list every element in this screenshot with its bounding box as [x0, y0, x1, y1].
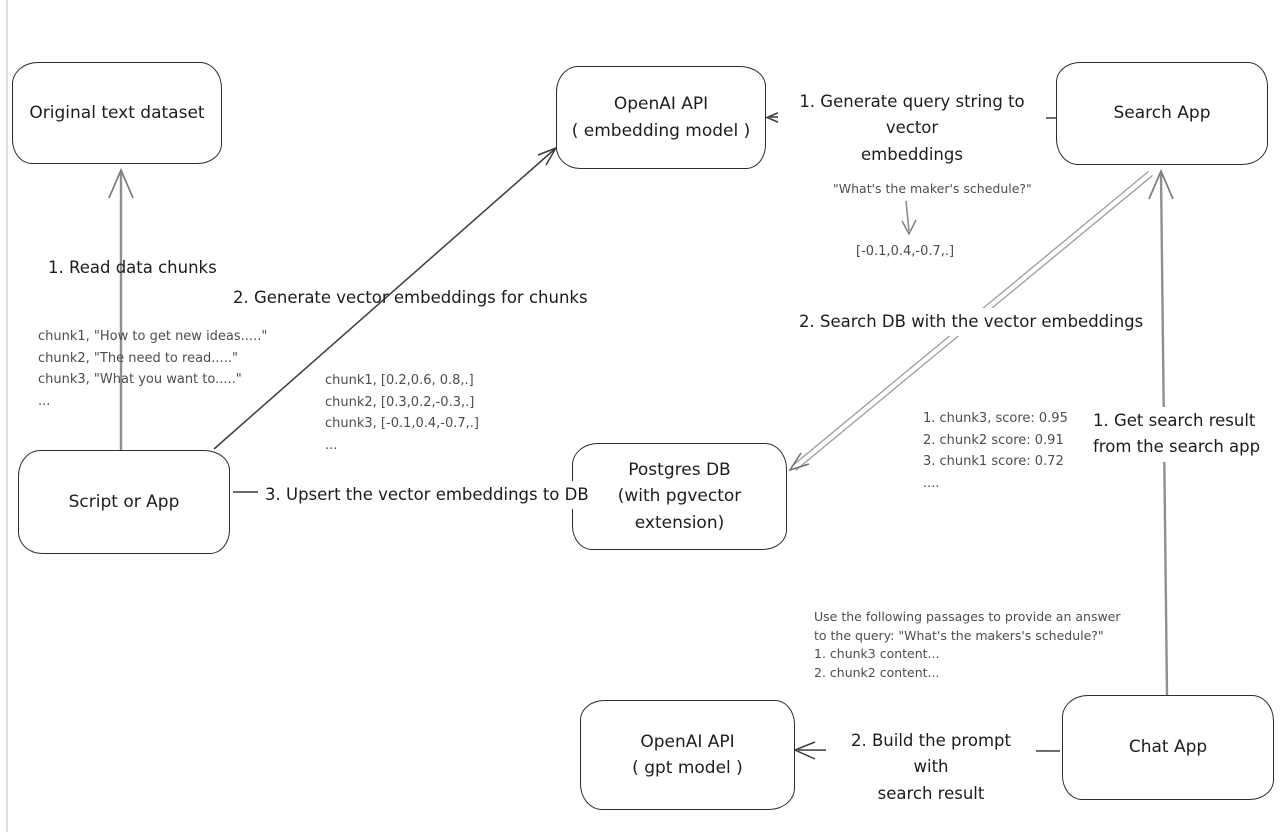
edge-label-build-prompt: 2. Build the prompt with search result — [826, 727, 1036, 809]
annotation-search-scores: 1. chunk3, score: 0.95 2. chunk2 score: … — [923, 411, 1068, 491]
node-label: Script or App — [68, 491, 180, 512]
arrow-query-to-vector — [905, 200, 910, 232]
node-original-text-dataset[interactable]: Original text dataset — [12, 62, 222, 164]
canvas-left-edge — [6, 0, 8, 832]
node-openai-api-embedding[interactable]: OpenAI API ( embedding model ) — [556, 66, 766, 169]
arrowhead-build-prompt — [793, 741, 816, 760]
annotation-query-text: "What's the maker's schedule?" — [833, 181, 1032, 196]
edge-label-get-result: 1. Get search result from the search app — [1086, 407, 1268, 462]
arrowhead-query-to-vector — [901, 219, 917, 236]
edge-label-generate-embeddings: 2. Generate vector embeddings for chunks — [233, 288, 588, 307]
arrowhead-search-db — [788, 452, 810, 472]
annotation-prompt-preview: Use the following passages to provide an… — [814, 609, 1121, 680]
node-label: OpenAI API ( embedding model ) — [571, 94, 751, 141]
edge-label-read-chunks: 1. Read data chunks — [48, 258, 217, 277]
edge-label-search-db: 2. Search DB with the vector embeddings — [792, 308, 1151, 337]
node-label: Chat App — [1128, 737, 1208, 758]
node-label: Original text dataset — [29, 102, 205, 123]
node-openai-api-gpt[interactable]: OpenAI API ( gpt model ) — [580, 700, 795, 810]
annotation-query-vector: [-0.1,0.4,-0.7,.] — [856, 244, 955, 259]
edge-label-generate-query: 1. Generate query string to vector embed… — [778, 88, 1046, 170]
node-chat-app[interactable]: Chat App — [1062, 695, 1274, 800]
node-label: Postgres DB (with pgvector extension) — [617, 459, 742, 533]
node-script-or-app[interactable]: Script or App — [18, 450, 230, 554]
annotation-chunk-vectors: chunk1, [0.2,0.6, 0.8,.] chunk2, [0.3,0.… — [325, 373, 480, 453]
node-postgres-db[interactable]: Postgres DB (with pgvector extension) — [572, 443, 787, 550]
node-label: Search App — [1113, 103, 1211, 124]
annotation-chunk-texts: chunk1, "How to get new ideas....." chun… — [38, 329, 268, 409]
edge-label-upsert: 3. Upsert the vector embeddings to DB — [258, 481, 596, 510]
node-search-app[interactable]: Search App — [1056, 62, 1268, 165]
arrowhead-get-result — [1148, 168, 1174, 200]
arrowhead-read-chunks — [108, 167, 134, 199]
node-label: OpenAI API ( gpt model ) — [632, 731, 743, 778]
arrow-generate-embeddings — [213, 147, 557, 450]
